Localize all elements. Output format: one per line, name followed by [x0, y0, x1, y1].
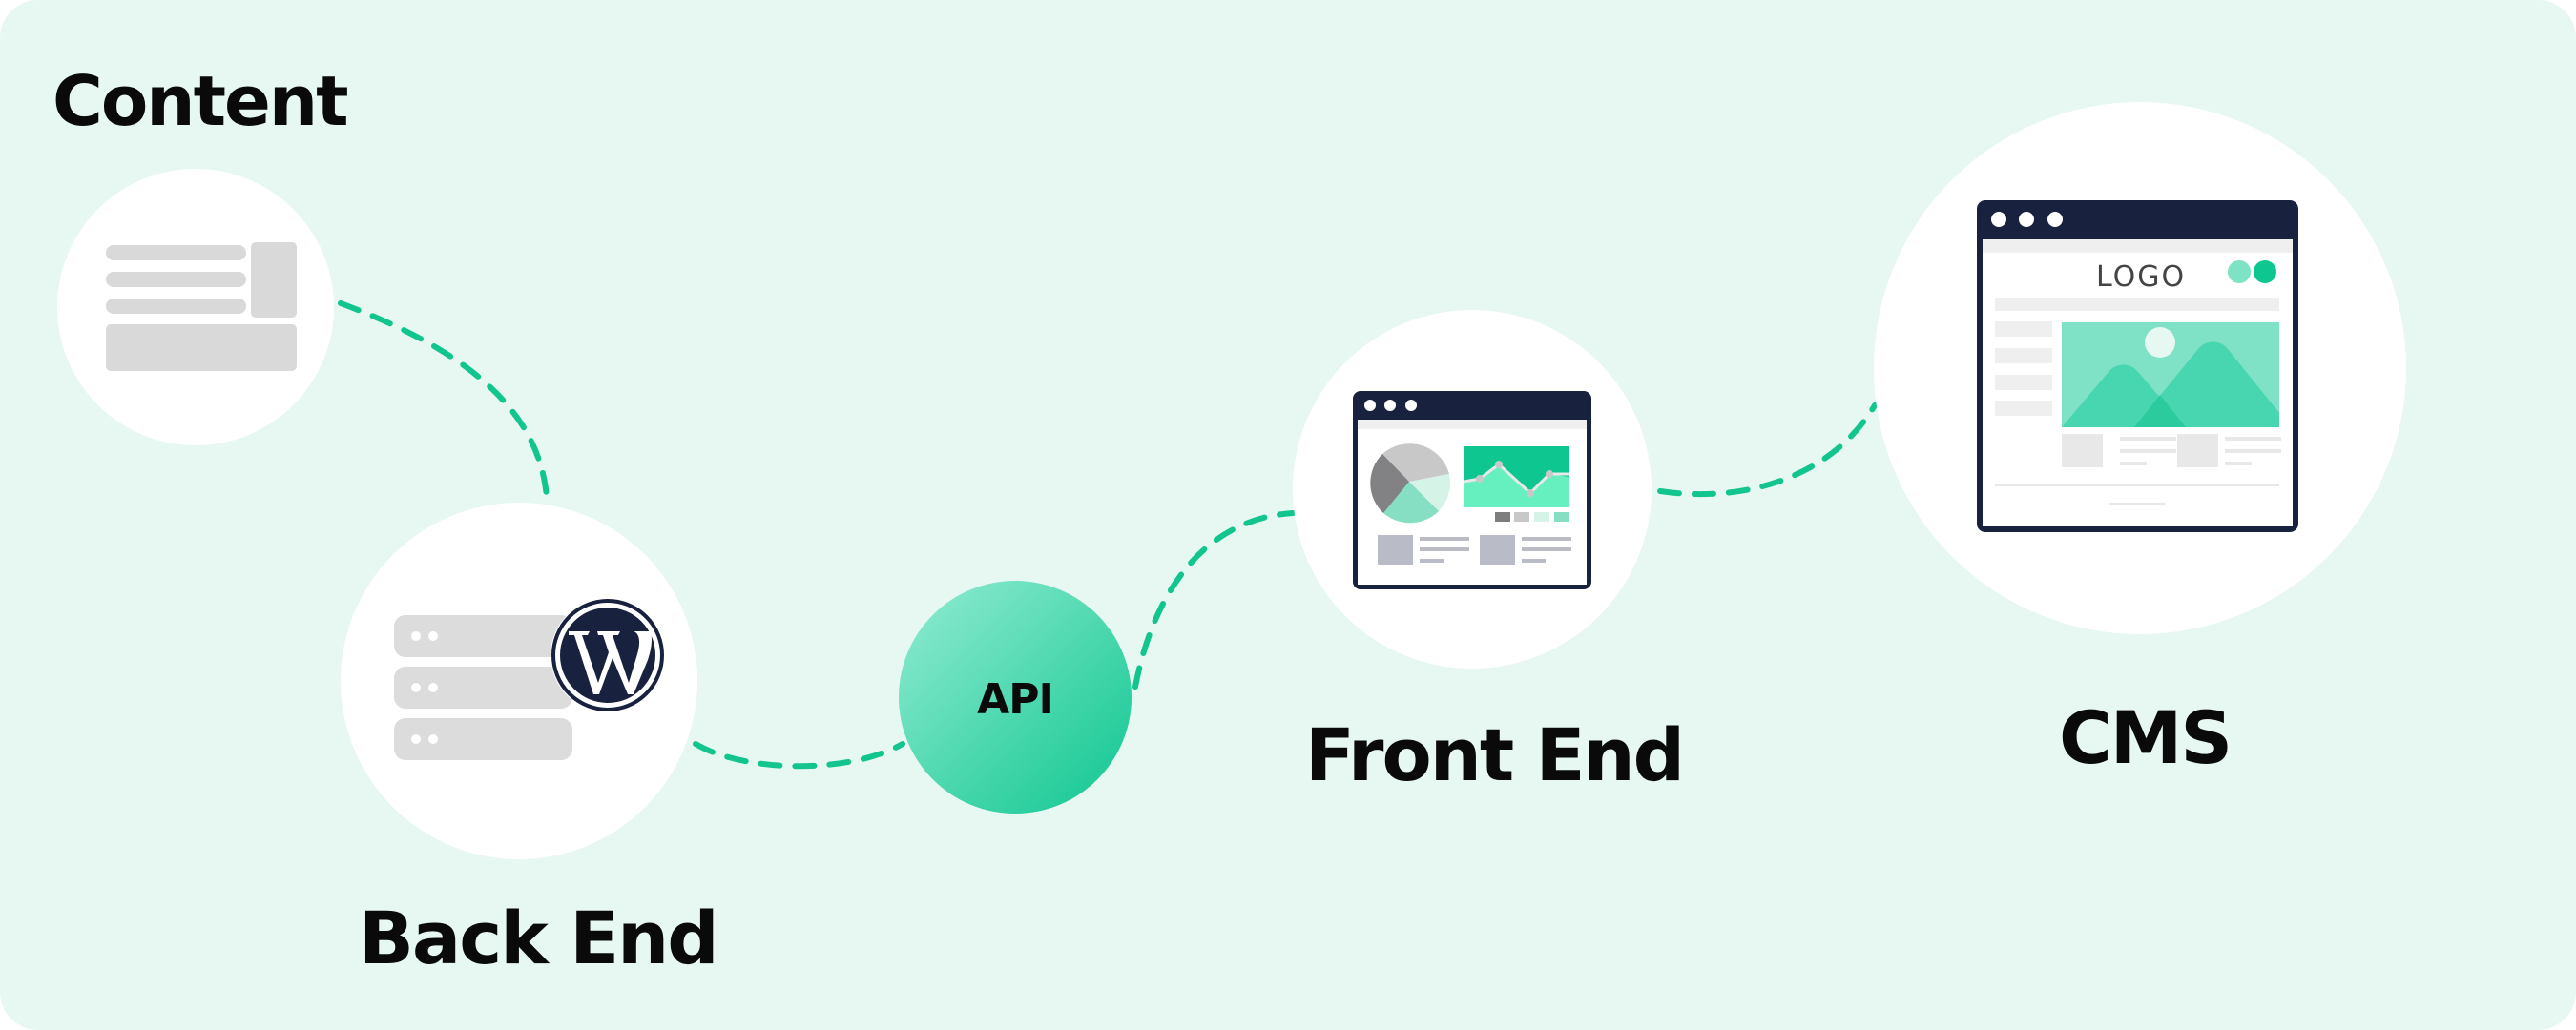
cms-label: CMS	[2059, 695, 2233, 780]
server-stack-icon	[394, 615, 572, 760]
connector-frontend-cms	[1657, 402, 1878, 498]
cms-logo-text: LOGO	[2096, 260, 2187, 294]
dashboard-browser-icon	[1353, 391, 1591, 589]
backend-node	[341, 503, 697, 859]
frontend-node	[1293, 310, 1652, 669]
text-block-placeholders	[1378, 535, 1571, 565]
website-browser-icon	[1977, 200, 2298, 532]
api-node	[899, 581, 1132, 814]
cms-node	[1874, 102, 2406, 634]
line-chart-icon	[1463, 446, 1569, 522]
document-layout-icon	[106, 242, 297, 371]
wordpress-logo-icon	[551, 598, 665, 712]
connector-backend-api	[693, 741, 905, 770]
api-label: API	[977, 675, 1054, 724]
pie-chart-icon	[1370, 443, 1450, 524]
content-label: Content	[52, 61, 348, 141]
connector-api-frontend	[1132, 510, 1296, 690]
connector-content-backend	[338, 300, 550, 501]
content-node	[57, 169, 334, 445]
connector-lines	[338, 300, 1878, 770]
backend-label: Back End	[359, 896, 719, 980]
frontend-label: Front End	[1305, 712, 1685, 797]
image-placeholder-icon	[2062, 322, 2279, 427]
